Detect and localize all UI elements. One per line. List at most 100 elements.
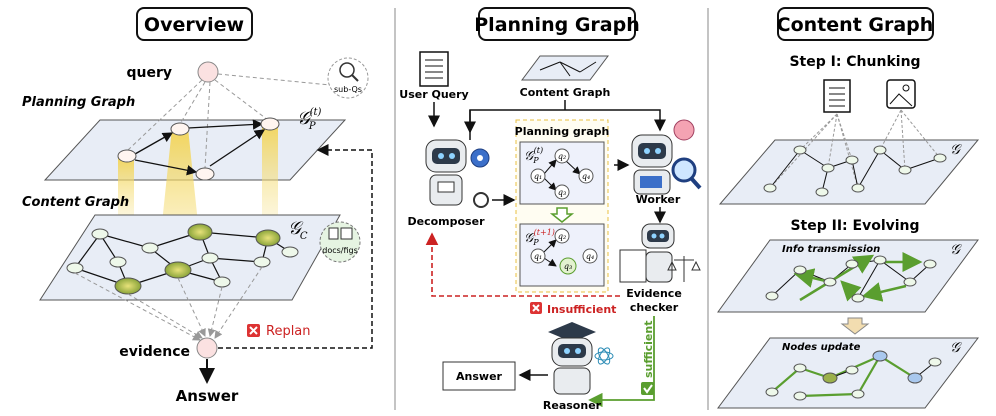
- sufficient-arrow: [588, 316, 655, 408]
- chunk-node: [793, 145, 807, 155]
- q4-node-t1: [582, 248, 598, 264]
- content-node: [253, 256, 271, 268]
- gear-icon-small: [473, 192, 489, 208]
- docs-figs-icon: [319, 221, 361, 263]
- content-node: [281, 246, 299, 258]
- plan-node-4: [260, 117, 280, 131]
- g-symbol-2: 𝒢: [950, 242, 962, 258]
- replan-label: Replan: [266, 324, 311, 339]
- planning-panel: Planning Graph User Query Content Graph …: [399, 7, 702, 412]
- document-icon: [823, 79, 851, 113]
- image-icon: [340, 227, 353, 240]
- gp-symbol: 𝒢P(t): [297, 107, 321, 132]
- evidence-checker-robot-icon: [619, 223, 675, 283]
- evolve-node: [873, 255, 887, 265]
- evolve-node: [845, 259, 859, 269]
- sub-qs-label: sub-Qs: [334, 85, 362, 94]
- plan-node-3: [195, 167, 215, 181]
- q3-node-t1: [559, 257, 577, 275]
- content-node: [109, 256, 127, 268]
- planning-answer-box: [442, 361, 516, 391]
- q1-node-t1: [530, 248, 546, 264]
- query-label: query: [126, 65, 172, 81]
- chunk-node: [763, 183, 777, 193]
- content-panel: Content Graph Step I: Chunking 𝒢: [717, 7, 980, 409]
- g-symbol-1: 𝒢: [950, 142, 962, 158]
- overview-title: Overview: [144, 14, 244, 36]
- content-node-active: [255, 229, 281, 247]
- planning-title: Planning Graph: [474, 14, 639, 36]
- planning-title-box: [478, 7, 636, 41]
- decomposer-robot-icon: [425, 139, 467, 206]
- q1-label: q₁: [534, 172, 542, 181]
- updated-node-green: [822, 372, 838, 384]
- content-title: Content Graph: [777, 14, 934, 36]
- plan-node-1: [117, 149, 137, 163]
- q3-node: [554, 184, 570, 200]
- q4-label-t1: q₄: [586, 252, 594, 261]
- beam-1: [118, 156, 134, 230]
- chunk-node: [821, 163, 835, 173]
- image-icon: [886, 79, 916, 109]
- overview-panel: Overview query sub-Qs Planning Graph: [22, 7, 373, 405]
- nodes-update-label: Nodes update: [782, 342, 861, 353]
- updated-node: [793, 363, 807, 373]
- evidence-node: [196, 337, 218, 359]
- q3-label-t1: q₃: [564, 262, 572, 271]
- chunk-node: [898, 165, 912, 175]
- g-symbol-3: 𝒢: [950, 340, 962, 356]
- evolve-node: [923, 259, 937, 269]
- content-graph-label: Content Graph: [22, 195, 129, 210]
- evidence-label: evidence: [119, 344, 190, 360]
- evolve-node: [765, 291, 779, 301]
- magnifier-icon: [339, 62, 355, 78]
- evolve-node: [903, 277, 917, 287]
- evidence-checker-label-2: checker: [630, 301, 679, 314]
- docs-figs-label: docs/figs: [322, 246, 358, 255]
- updated-node: [851, 389, 865, 399]
- content-node-active: [114, 277, 142, 295]
- decomposer-label: Decomposer: [408, 215, 486, 228]
- content-node-active: [187, 223, 213, 241]
- q4-node: [578, 168, 594, 184]
- insufficient-label: Insufficient: [547, 303, 616, 316]
- gc-symbol: 𝒢C: [288, 218, 308, 242]
- step2-label: Step II: Evolving: [790, 218, 919, 234]
- content-node-active: [164, 261, 192, 279]
- reasoner-robot-icon: [548, 322, 596, 395]
- chunk-plane: [718, 139, 980, 205]
- updated-node-blue: [872, 350, 888, 362]
- updated-node: [928, 357, 942, 367]
- user-query-label: User Query: [399, 88, 468, 101]
- sufficient-check-icon: [641, 382, 654, 395]
- updated-node: [765, 387, 779, 397]
- worker-label: Worker: [636, 193, 681, 206]
- q3-label: q₃: [558, 188, 566, 197]
- planning-plane: [43, 119, 347, 181]
- magnifier-icon: [671, 157, 697, 183]
- sufficient-label: sufficient: [642, 321, 655, 379]
- q2-node-t1: [554, 228, 570, 244]
- chunk-node: [933, 153, 947, 163]
- evidence-checker-label-1: Evidence: [626, 287, 682, 300]
- chunk-node: [851, 183, 865, 193]
- q2-label: q₂: [558, 152, 566, 161]
- content-node: [141, 242, 159, 254]
- replan-arrow: [218, 144, 373, 349]
- evolve-node: [851, 293, 865, 303]
- q1-label-t1: q₁: [534, 252, 542, 261]
- q4-label: q₄: [582, 172, 590, 181]
- doc-icon: [328, 227, 339, 240]
- evolve-node: [793, 265, 807, 275]
- planning-answer-label: Answer: [456, 370, 503, 383]
- step1-label: Step I: Chunking: [789, 54, 920, 70]
- content-node: [66, 262, 84, 274]
- overview-title-box: [136, 7, 253, 41]
- plan-node-2: [170, 122, 190, 136]
- insufficient-arrow: [425, 232, 620, 297]
- sub-qs-icon: [327, 57, 369, 99]
- beam-3: [262, 122, 278, 240]
- q2-node: [554, 148, 570, 164]
- content-title-box: [777, 7, 934, 41]
